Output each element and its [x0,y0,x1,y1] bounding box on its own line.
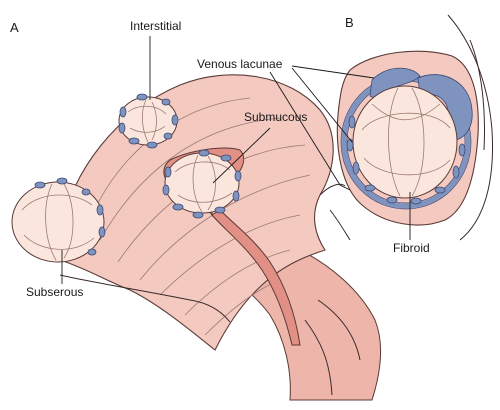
interstitial-fibroid [118,93,179,149]
label-subserous: Subserous [26,285,83,299]
panel-label-b: B [345,15,354,30]
leader-venous-lacunae-2 [291,67,353,143]
uterus-body [59,74,382,401]
fibroid-detail [336,14,493,241]
label-submucous: Submucous [244,110,307,124]
label-venous-lacunae: Venous lacunae [197,57,283,71]
leader-venous-lacunae-3 [269,71,351,191]
panel-label-a: A [10,20,19,35]
submucous-fibroid [162,149,242,219]
leader-venous-lacunae-1 [291,65,375,79]
label-fibroid: Fibroid [393,241,430,255]
subserous-fibroid [11,177,106,263]
leader-submucous [212,127,271,184]
label-interstitial: Interstitial [130,19,181,33]
